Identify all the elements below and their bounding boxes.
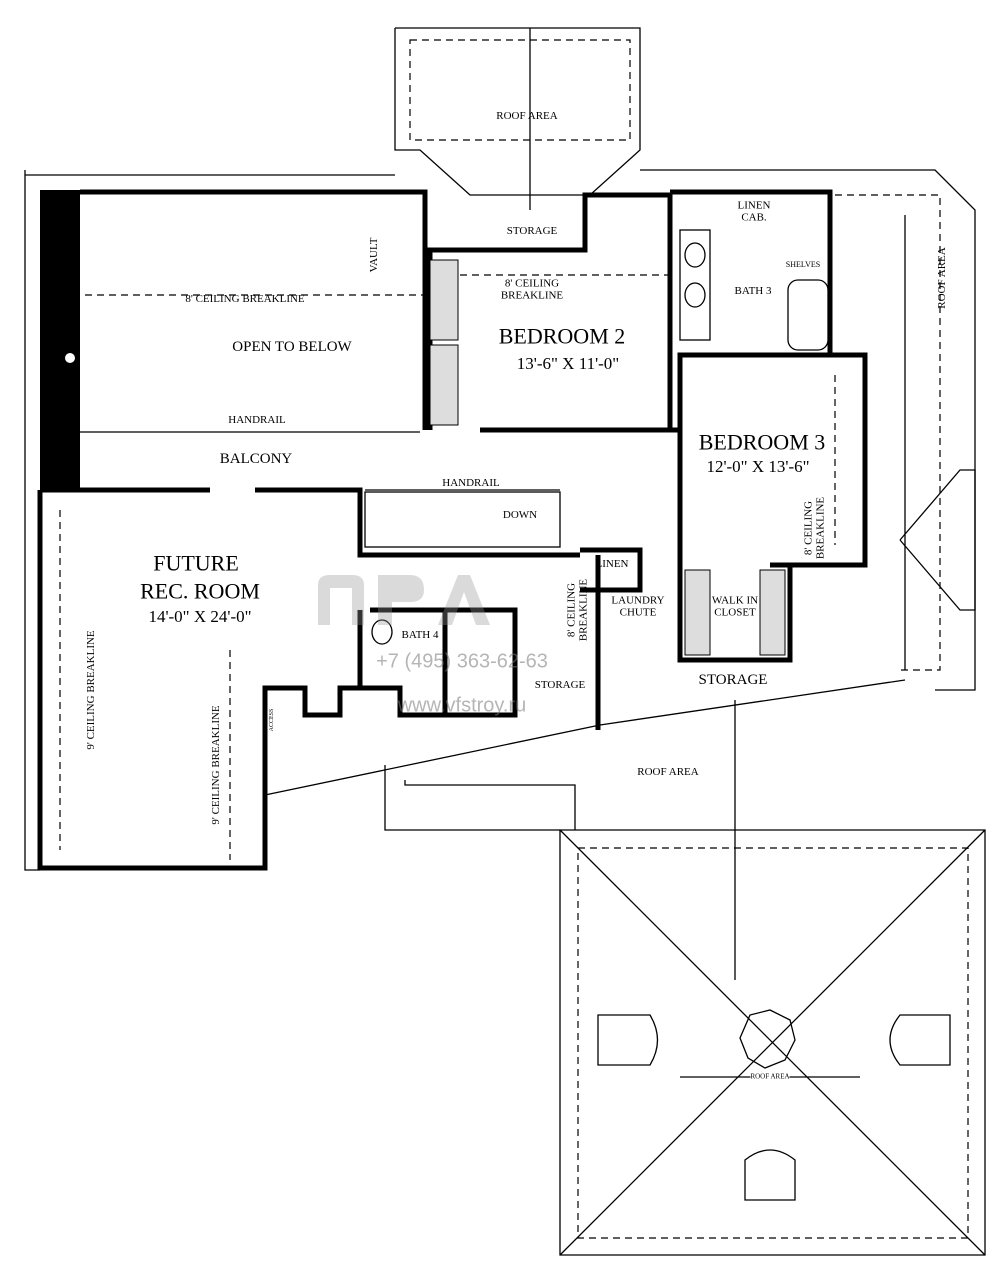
ceiling-breakline-rec-left: 9' CEILING BREAKLINE bbox=[85, 630, 98, 750]
stairs bbox=[364, 491, 561, 548]
roof-area-mid: ROOF AREA bbox=[637, 766, 699, 779]
open-to-below-label: OPEN TO BELOW bbox=[232, 339, 352, 356]
rec-room-size: 14'-0" X 24'-0" bbox=[148, 607, 252, 627]
linen-label: LINEN bbox=[595, 558, 629, 571]
storage-right: STORAGE bbox=[698, 672, 768, 689]
walk-in-closet-label: WALK IN CLOSET bbox=[711, 594, 759, 618]
handrail-stair: HANDRAIL bbox=[442, 477, 500, 490]
ceiling-breakline-bedroom3: 8' CEILING BREAKLINE bbox=[802, 496, 826, 560]
vault-label: VAULT bbox=[368, 237, 381, 273]
roof-area-bottom: ROOF AREA bbox=[750, 1072, 790, 1081]
bedroom2-name: BEDROOM 2 bbox=[498, 323, 626, 349]
walls bbox=[37, 189, 868, 871]
roof-edge-left bbox=[24, 170, 40, 871]
handrail-upper: HANDRAIL bbox=[228, 414, 286, 427]
watermark-logo-mark bbox=[318, 575, 490, 625]
top-roof bbox=[394, 27, 641, 210]
access-label: ACCESS bbox=[268, 708, 275, 732]
watermark-url: www.vfstroy.ru bbox=[397, 694, 527, 717]
storage-top: STORAGE bbox=[506, 225, 558, 238]
shelves-label: SHELVES bbox=[785, 259, 821, 269]
roof-right-dash bbox=[835, 194, 941, 671]
bath3-label: BATH 3 bbox=[734, 285, 772, 298]
ceiling-breakline-rec-inner: 9' CEILING BREAKLINE bbox=[210, 705, 223, 825]
linen-cab-label: LINEN CAB. bbox=[737, 199, 771, 223]
ceiling-breakline-open: 8' CEILING BREAKLINE bbox=[185, 293, 305, 306]
roof-edge-right bbox=[640, 169, 976, 691]
watermark-phone: +7 (495) 363-62-63 bbox=[376, 650, 548, 673]
bedroom3-name: BEDROOM 3 bbox=[698, 429, 826, 455]
down-label: DOWN bbox=[502, 509, 538, 522]
right-gable bbox=[899, 469, 976, 611]
bedroom2-size: 13'-6" X 11'-0" bbox=[516, 354, 620, 374]
bedroom3-size: 12'-0" X 13'-6" bbox=[706, 457, 810, 477]
ceiling-breakline-bedroom2: 8' CEILING BREAKLINE bbox=[500, 277, 564, 301]
ceiling-breakline-storage: 8' CEILING BREAKLINE bbox=[565, 578, 589, 642]
roof-area-top: ROOF AREA bbox=[496, 110, 558, 123]
bottom-roof bbox=[264, 679, 986, 1256]
laundry-chute-label: LAUNDRY CHUTE bbox=[611, 594, 665, 618]
storage-mid: STORAGE bbox=[534, 679, 586, 692]
rec-room-name2: REC. ROOM bbox=[140, 578, 260, 604]
rec-room-name: FUTURE bbox=[153, 550, 239, 576]
balcony-label: BALCONY bbox=[219, 451, 293, 468]
roof-area-right: ROOF AREA bbox=[936, 247, 949, 309]
chimney-wall bbox=[40, 190, 80, 490]
bath4-label: BATH 4 bbox=[401, 629, 439, 642]
